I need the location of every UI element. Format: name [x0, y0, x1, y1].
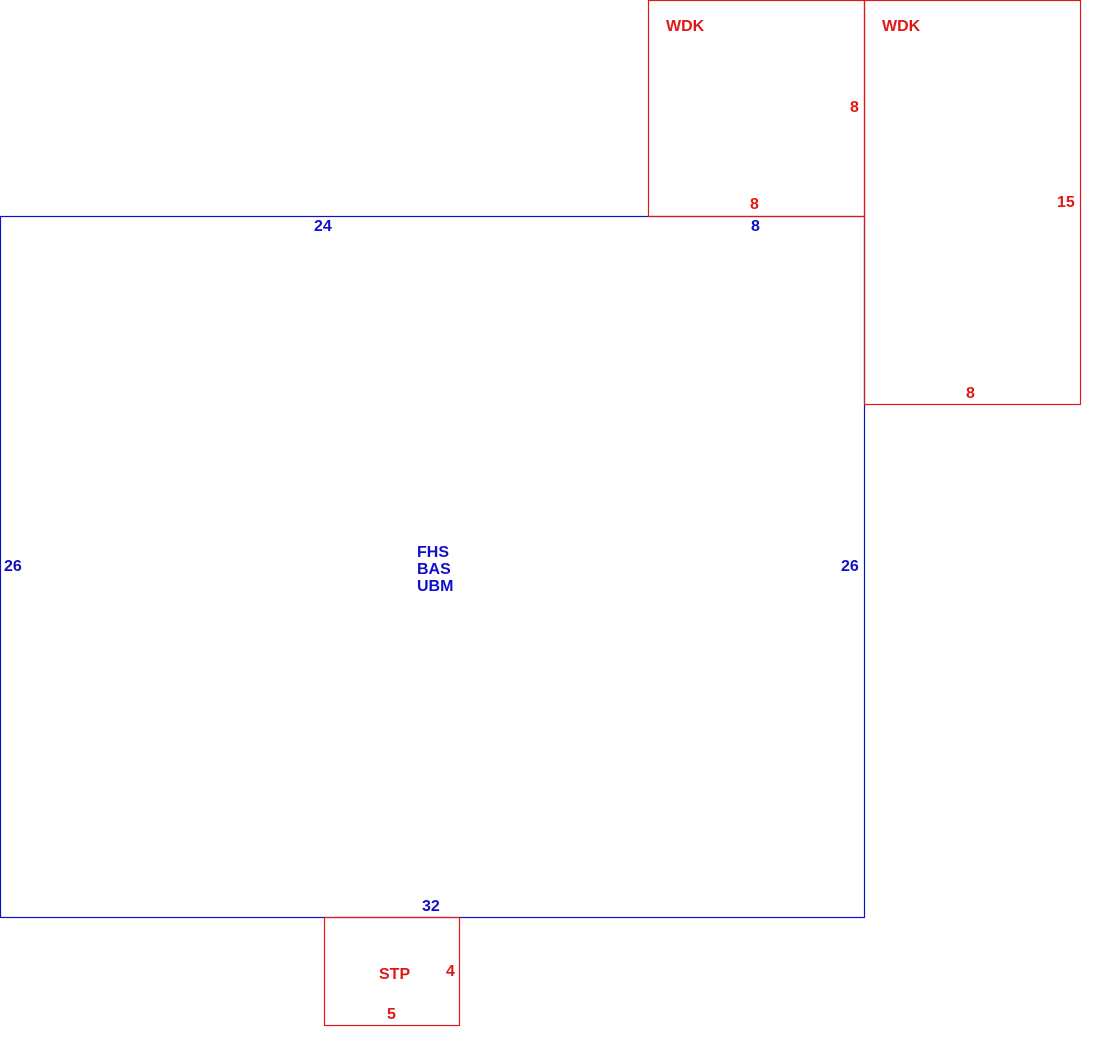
stoop-bottom-dimension: 5: [387, 1006, 396, 1023]
main-area-code: BAS: [417, 561, 451, 578]
deck-2-outline: [863, 0, 1082, 406]
stoop-side-dimension: 4: [446, 963, 455, 980]
main-top-right-dimension: 8: [751, 218, 760, 235]
stoop-outline: [323, 916, 461, 1027]
deck-2-side-dimension: 15: [1057, 194, 1075, 211]
main-area-codes: FHS BAS UBM: [417, 544, 453, 595]
deck-2-bottom-dimension: 8: [966, 385, 975, 402]
deck-1-side-dimension: 8: [850, 99, 859, 116]
main-right-dimension: 26: [841, 558, 859, 575]
deck-1-code: WDK: [666, 18, 705, 35]
stoop-code: STP: [379, 966, 411, 983]
main-area-code: UBM: [417, 578, 454, 595]
main-bottom-dimension: 32: [422, 898, 440, 915]
main-left-dimension: 26: [4, 558, 22, 575]
deck-1-bottom-dimension: 8: [750, 196, 759, 213]
main-top-left-dimension: 24: [314, 218, 332, 235]
deck-2-code: WDK: [882, 18, 921, 35]
main-area-code: FHS: [417, 544, 449, 561]
